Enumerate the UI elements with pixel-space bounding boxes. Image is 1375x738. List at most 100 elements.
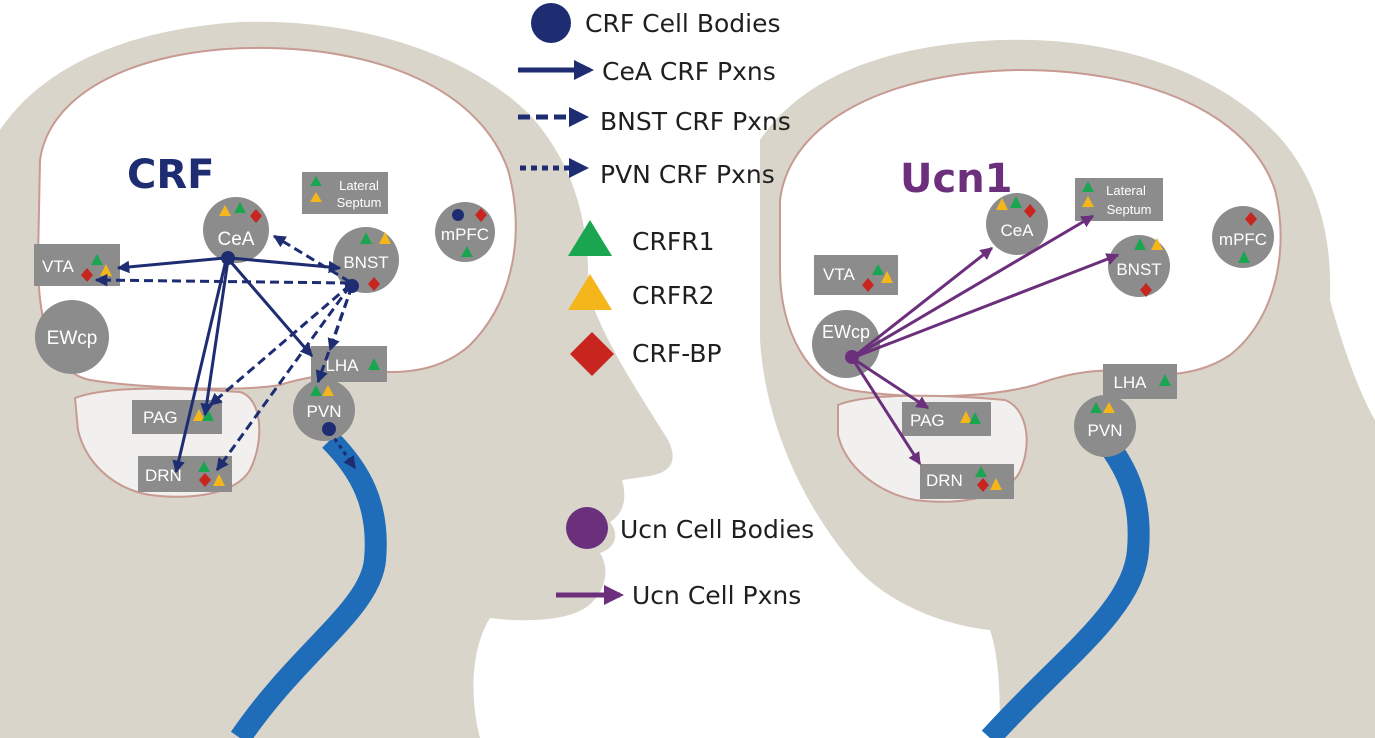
crfr1-marker <box>1090 402 1102 413</box>
left-panel-title: CRF <box>127 152 214 198</box>
crfr1-marker <box>234 202 246 213</box>
crfr1-marker <box>969 412 981 424</box>
svg-text:Septum: Septum <box>337 195 382 210</box>
right-ucn-projections <box>850 214 1120 466</box>
svg-text:EWcp: EWcp <box>822 322 870 342</box>
svg-text:CeA: CeA <box>1000 221 1034 240</box>
svg-text:LHA: LHA <box>1113 373 1147 392</box>
svg-text:DRN: DRN <box>926 471 963 490</box>
legend: CRF Cell Bodies CeA CRF Pxns BNST CRF Px… <box>518 3 814 610</box>
crfr1-marker <box>198 461 210 472</box>
svg-text:CRF-BP: CRF-BP <box>632 339 722 368</box>
legend-cea-pxns: CeA CRF Pxns <box>518 57 776 86</box>
svg-text:Septum: Septum <box>1107 202 1152 217</box>
legend-ucn-cell-bodies: Ucn Cell Bodies <box>566 507 814 549</box>
left-region-drn: DRN <box>138 456 232 492</box>
svg-text:CRFR1: CRFR1 <box>632 227 714 256</box>
bnst-cell-body <box>345 279 359 293</box>
right-region-cea: CeA <box>986 193 1048 255</box>
crfr2-marker <box>193 409 205 421</box>
svg-text:PVN: PVN <box>307 402 342 421</box>
left-bnst-projections <box>94 234 354 472</box>
svg-text:BNST CRF Pxns: BNST CRF Pxns <box>600 107 791 136</box>
right-head-illustration <box>760 39 1375 738</box>
crf-bp-marker <box>250 209 262 223</box>
legend-crfr2: CRFR2 <box>568 274 714 310</box>
right-region-mpfc: mPFC <box>1212 206 1274 268</box>
crfr1-marker <box>975 466 987 477</box>
left-region-pag: PAG <box>132 400 222 434</box>
right-panel-title: Ucn1 <box>900 156 1013 202</box>
legend-bnst-pxns: BNST CRF Pxns <box>518 107 791 136</box>
left-region-pvn: PVN <box>293 379 355 441</box>
crfr1-marker <box>1082 181 1094 192</box>
crfr2-marker <box>219 205 231 216</box>
crf-cell-body-marker <box>322 422 336 436</box>
svg-text:CRFR2: CRFR2 <box>632 281 714 310</box>
crfr2-marker <box>996 198 1008 210</box>
crfr1-marker <box>1238 251 1250 263</box>
svg-text:PVN CRF Pxns: PVN CRF Pxns <box>600 160 775 189</box>
svg-text:Lateral: Lateral <box>339 178 379 193</box>
crfr2-marker <box>310 192 322 202</box>
svg-text:PAG: PAG <box>143 408 178 427</box>
svg-text:Ucn Cell Bodies: Ucn Cell Bodies <box>620 515 814 544</box>
svg-text:CeA: CeA <box>218 229 255 250</box>
svg-text:PAG: PAG <box>910 411 945 430</box>
right-region-pag: PAG <box>902 402 991 436</box>
svg-text:CeA CRF Pxns: CeA CRF Pxns <box>602 57 776 86</box>
crfr2-marker <box>322 385 334 396</box>
crfr1-marker <box>368 358 380 370</box>
svg-text:BNST: BNST <box>1116 260 1161 279</box>
left-cell-bodies <box>221 251 359 293</box>
left-brain-outline <box>36 46 517 390</box>
left-region-lha: LHA <box>311 346 387 382</box>
svg-text:Lateral: Lateral <box>1106 183 1146 198</box>
legend-pvn-pxns: PVN CRF Pxns <box>520 158 775 189</box>
crf-bp-marker <box>1245 212 1257 226</box>
left-region-ewcp: EWcp <box>35 300 109 374</box>
crf-bp-marker <box>199 473 211 487</box>
left-region-vta: VTA <box>34 244 120 286</box>
left-cea-projections <box>116 256 342 474</box>
crfr2-marker <box>1082 196 1094 207</box>
crf-bp-marker <box>368 277 380 291</box>
cea-cell-body <box>221 251 235 265</box>
crfr2-marker <box>1103 402 1115 413</box>
crfr2-marker <box>960 411 972 423</box>
crf-bp-marker <box>1024 204 1036 218</box>
crfr2-marker <box>100 264 112 276</box>
crf-cell-body-marker <box>452 209 464 221</box>
svg-text:VTA: VTA <box>42 257 74 276</box>
svg-text:VTA: VTA <box>823 265 855 284</box>
crfr2-marker <box>990 478 1002 490</box>
crfr1-marker <box>1010 196 1022 208</box>
crfr1-marker <box>1134 238 1146 250</box>
svg-text:EWcp: EWcp <box>47 328 98 349</box>
crf-bp-marker <box>475 208 487 222</box>
crfr2-marker <box>1151 238 1163 250</box>
crfr1-marker <box>310 176 322 186</box>
svg-text:mPFC: mPFC <box>441 225 489 244</box>
crf-bp-marker <box>1140 283 1152 297</box>
legend-crf-bp: CRF-BP <box>570 332 722 376</box>
crfr1-marker <box>461 246 473 257</box>
left-region-bnst: BNST <box>333 227 399 293</box>
svg-text:LHA: LHA <box>325 356 359 375</box>
ewcp-ucn-cell-body <box>845 350 859 364</box>
svg-text:PVN: PVN <box>1088 421 1123 440</box>
right-region-drn: DRN <box>920 464 1014 499</box>
right-region-lha: LHA <box>1103 364 1177 399</box>
svg-text:Ucn Cell Pxns: Ucn Cell Pxns <box>632 581 801 610</box>
svg-text:mPFC: mPFC <box>1219 230 1267 249</box>
legend-crf-cell-bodies: CRF Cell Bodies <box>531 3 781 43</box>
right-region-pvn: PVN <box>1074 395 1136 457</box>
crfr1-marker <box>310 385 322 396</box>
crfr1-marker <box>872 264 884 275</box>
crfr1-marker <box>1159 374 1171 386</box>
right-region-bnst: BNST <box>1108 235 1170 297</box>
left-region-lateral-septum: Lateral Septum <box>302 172 388 214</box>
left-region-cea: CeA <box>203 197 269 263</box>
crfr1-marker <box>360 232 372 244</box>
